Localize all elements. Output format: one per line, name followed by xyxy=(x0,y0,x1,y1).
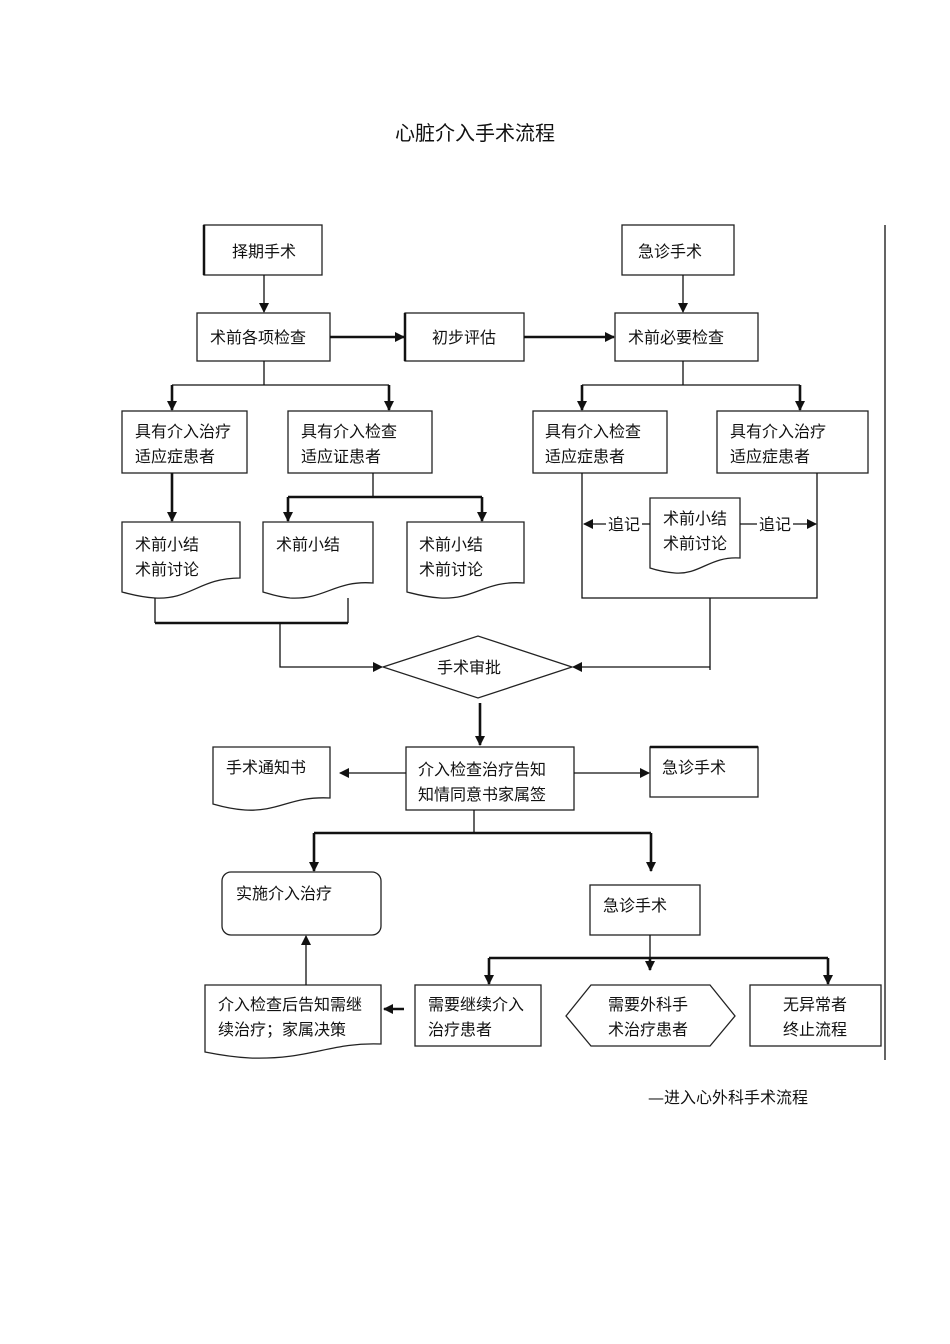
svg-text:术前小结: 术前小结 xyxy=(135,535,199,554)
node-normal: 无异常者 终止流程 xyxy=(749,984,882,1047)
svg-text:适应症患者: 适应症患者 xyxy=(730,447,810,466)
node-left-treat: 具有介入治疗 适应症患者 xyxy=(121,410,248,474)
node-continue: 需要继续介入 治疗患者 xyxy=(414,984,542,1047)
svg-text:术前讨论: 术前讨论 xyxy=(135,560,199,579)
svg-text:续治疗；家属决策: 续治疗；家属决策 xyxy=(218,1020,346,1039)
page-title: 心脏介入手术流程 xyxy=(395,121,555,145)
doc-family-decision: 介入检查后告知需继 续治疗；家属决策 xyxy=(204,984,382,1059)
svg-text:介入检查后告知需继: 介入检查后告知需继 xyxy=(218,995,362,1014)
svg-text:需要继续介入: 需要继续介入 xyxy=(428,995,524,1014)
node-right-exam: 具有介入检查 适应症患者 xyxy=(532,410,668,474)
svg-text:手术审批: 手术审批 xyxy=(437,658,501,677)
svg-text:适应症患者: 适应症患者 xyxy=(545,447,625,466)
svg-text:治疗患者: 治疗患者 xyxy=(428,1020,492,1039)
node-right-treat: 具有介入治疗 适应症患者 xyxy=(716,410,869,474)
svg-text:术治疗患者: 术治疗患者 xyxy=(608,1020,688,1039)
svg-text:择期手术: 择期手术 xyxy=(232,242,296,261)
svg-text:术前小结: 术前小结 xyxy=(276,535,340,554)
svg-text:适应证患者: 适应证患者 xyxy=(301,447,381,466)
node-left-exam: 具有介入检查 适应证患者 xyxy=(287,410,433,474)
svg-text:适应症患者: 适应症患者 xyxy=(135,447,215,466)
svg-text:知情同意书家属签: 知情同意书家属签 xyxy=(418,785,546,804)
node-emergency-mid: 急诊手术 xyxy=(649,745,759,798)
svg-text:具有介入治疗: 具有介入治疗 xyxy=(135,422,231,441)
doc-notice: 手术通知书 xyxy=(212,746,331,811)
followup-label-right: 追记 xyxy=(759,515,791,534)
svg-text:术前讨论: 术前讨论 xyxy=(663,534,727,553)
doc-summary-3: 术前小结 术前讨论 xyxy=(406,521,525,599)
doc-summary-1: 术前小结 术前讨论 xyxy=(121,521,241,599)
followup-label-left: 追记 xyxy=(608,515,640,534)
svg-text:术前讨论: 术前讨论 xyxy=(419,560,483,579)
node-perform: 实施介入治疗 xyxy=(221,871,382,936)
node-consent: 介入检查治疗告知 知情同意书家属签 xyxy=(405,746,575,811)
svg-text:具有介入检查: 具有介入检查 xyxy=(301,422,397,441)
doc-summary-4: 术前小结 术前讨论 xyxy=(649,497,741,574)
svg-text:急诊手术: 急诊手术 xyxy=(603,896,667,915)
svg-text:术前小结: 术前小结 xyxy=(663,509,727,528)
svg-text:术前各项检查: 术前各项检查 xyxy=(210,328,306,347)
node-approval: 手术审批 xyxy=(380,635,575,699)
svg-text:介入检查治疗告知: 介入检查治疗告知 xyxy=(418,760,546,779)
svg-text:急诊手术: 急诊手术 xyxy=(662,758,726,777)
svg-text:具有介入治疗: 具有介入治疗 xyxy=(730,422,826,441)
svg-text:实施介入治疗: 实施介入治疗 xyxy=(236,884,332,903)
doc-summary-2: 术前小结 xyxy=(262,521,374,599)
node-initial-eval: 初步评估 xyxy=(403,312,525,362)
svg-text:急诊手术: 急诊手术 xyxy=(638,242,702,261)
node-elective: 择期手术 xyxy=(202,224,323,276)
footer-note: —进入心外科手术流程 xyxy=(648,1088,808,1107)
node-preop-required: 术前必要检查 xyxy=(614,312,759,362)
svg-text:手术通知书: 手术通知书 xyxy=(226,758,306,777)
node-emergency-low: 急诊手术 xyxy=(589,884,701,936)
node-surgery: 需要外科手 术治疗患者 xyxy=(565,984,736,1047)
node-preop-exams: 术前各项检查 xyxy=(196,312,331,362)
svg-text:具有介入检查: 具有介入检查 xyxy=(545,422,641,441)
svg-text:术前必要检查: 术前必要检查 xyxy=(628,328,724,347)
node-emergency-top: 急诊手术 xyxy=(621,224,735,276)
svg-text:无异常者: 无异常者 xyxy=(783,995,847,1014)
svg-text:术前小结: 术前小结 xyxy=(419,535,483,554)
svg-text:初步评估: 初步评估 xyxy=(432,328,496,347)
svg-text:需要外科手: 需要外科手 xyxy=(608,995,688,1014)
svg-text:终止流程: 终止流程 xyxy=(783,1020,847,1039)
